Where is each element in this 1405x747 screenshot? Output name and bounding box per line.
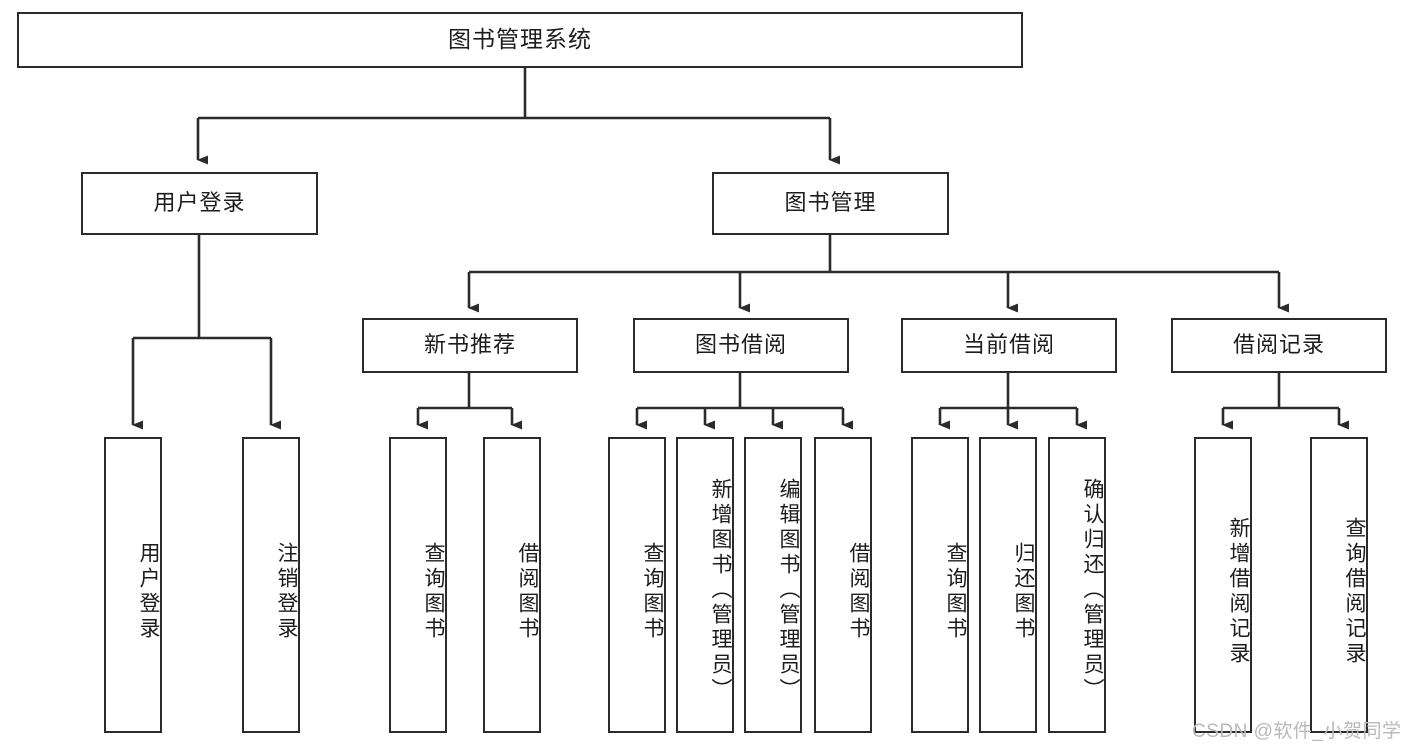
leaf-confirm-return-admin[interactable]: 确认归还（管理员）	[1048, 437, 1106, 733]
node-user-login[interactable]: 用户登录	[81, 172, 318, 235]
leaf-edit-book-admin[interactable]: 编辑图书（管理员）	[744, 437, 802, 733]
node-book-borrow[interactable]: 图书借阅	[633, 318, 849, 373]
node-root[interactable]: 图书管理系统	[17, 12, 1023, 68]
leaf-add-borrow-record[interactable]: 新增借阅记录	[1194, 437, 1252, 733]
leaf-query-book-borrow[interactable]: 查询图书	[608, 437, 666, 733]
node-borrow-record[interactable]: 借阅记录	[1171, 318, 1387, 373]
leaf-query-borrow-record[interactable]: 查询借阅记录	[1310, 437, 1368, 733]
node-book-management[interactable]: 图书管理	[712, 172, 949, 235]
leaf-return-book[interactable]: 归还图书	[979, 437, 1037, 733]
leaf-user-login[interactable]: 用户登录	[104, 437, 162, 733]
csdn-watermark: CSDN @软件_小贺同学	[1192, 721, 1402, 742]
leaf-logout[interactable]: 注销登录	[242, 437, 300, 733]
node-current-borrow[interactable]: 当前借阅	[901, 318, 1117, 373]
leaf-query-book-current[interactable]: 查询图书	[911, 437, 969, 733]
leaf-borrow-book-recommend[interactable]: 借阅图书	[483, 437, 541, 733]
leaf-add-book-admin[interactable]: 新增图书（管理员）	[676, 437, 734, 733]
node-new-book-recommend[interactable]: 新书推荐	[362, 318, 578, 373]
leaf-borrow-book[interactable]: 借阅图书	[814, 437, 872, 733]
leaf-query-book-recommend[interactable]: 查询图书	[389, 437, 447, 733]
